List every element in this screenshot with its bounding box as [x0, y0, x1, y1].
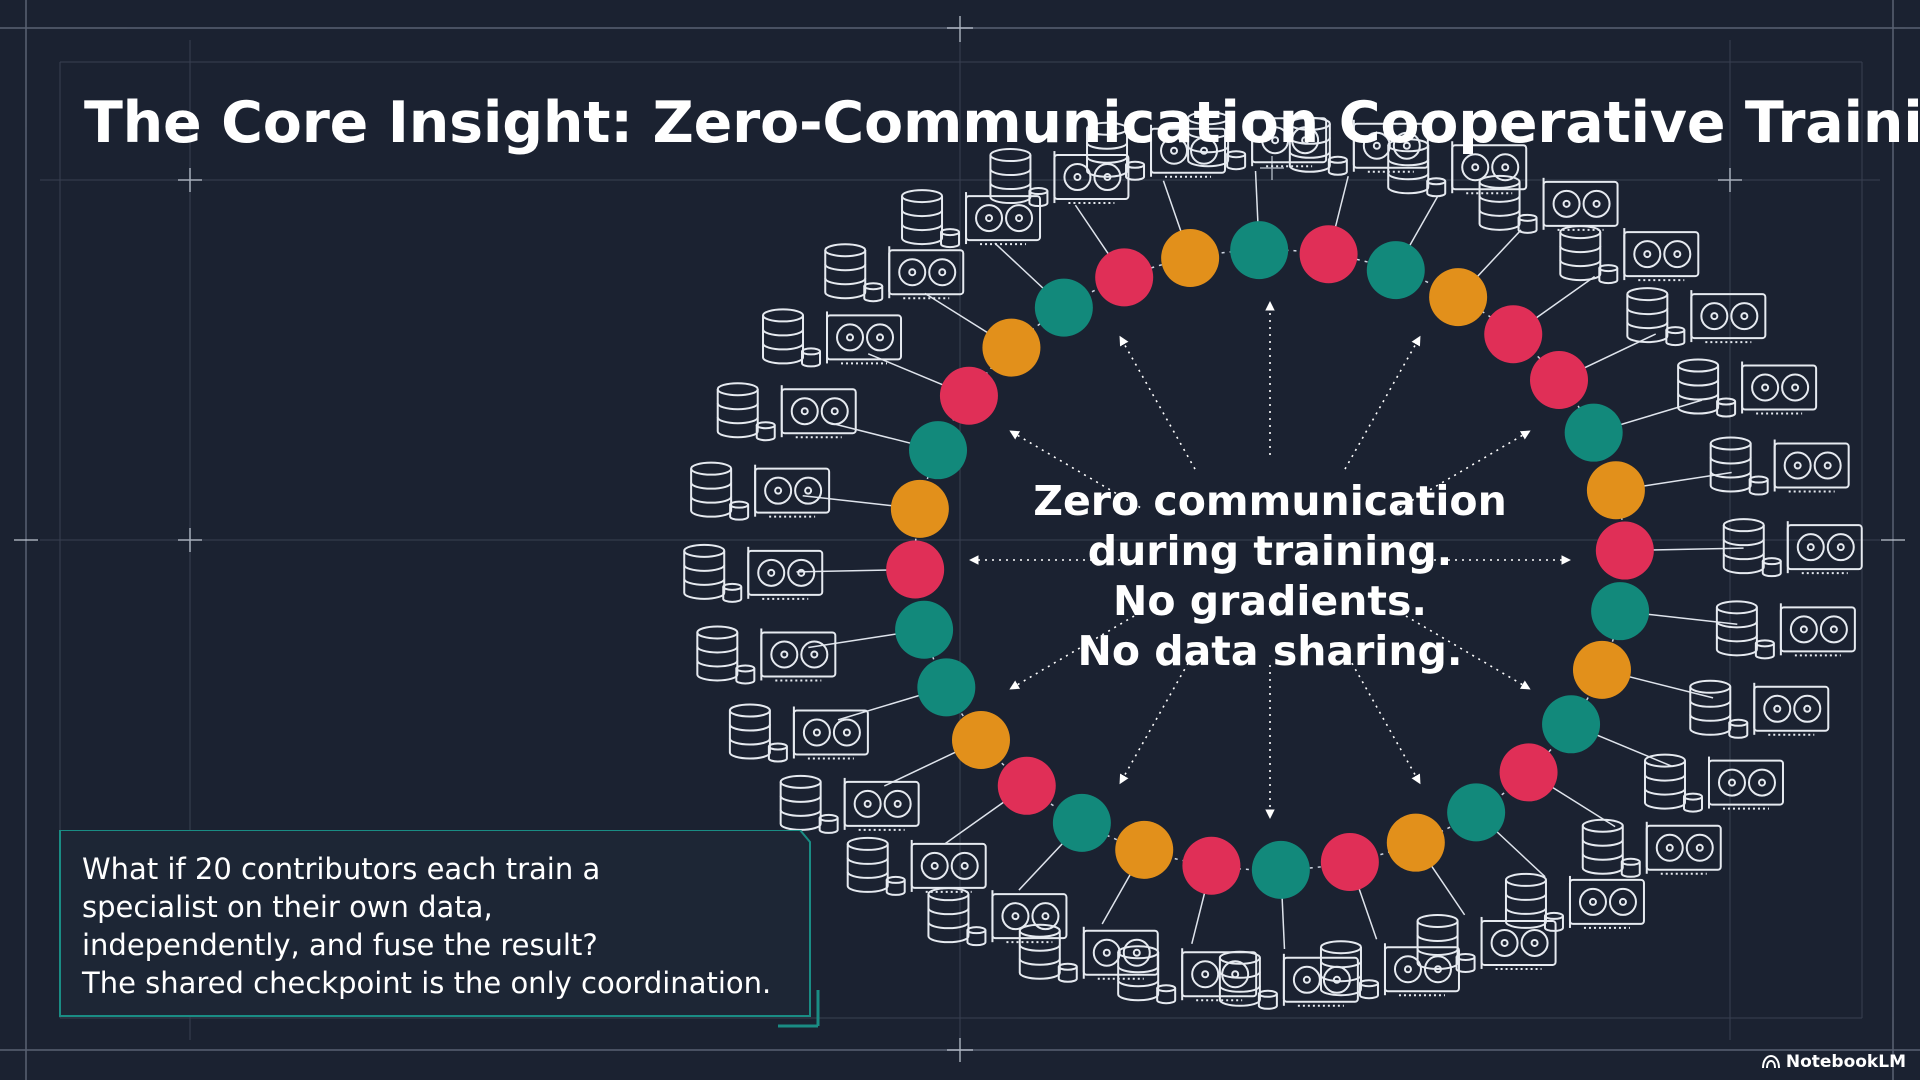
- callout-line-3: independently, and fuse the result?: [82, 928, 598, 962]
- database-and-gpu-icon: [1086, 121, 1227, 181]
- database-and-gpu-icon: [1319, 940, 1460, 1000]
- center-line-4: No data sharing.: [1077, 627, 1463, 675]
- outward-arrow: [1344, 335, 1421, 470]
- center-line-1: Zero communication: [1033, 477, 1507, 525]
- contributor-node: [1095, 248, 1154, 307]
- contributor-node: [1429, 268, 1488, 327]
- contributor-node: [1595, 521, 1654, 580]
- database-and-gpu-icon: [779, 774, 920, 834]
- question-callout: What if 20 contributors each train a spe…: [58, 830, 820, 1028]
- database-and-gpu-icon: [1581, 818, 1722, 878]
- contributor-node: [1320, 833, 1379, 892]
- database-and-gpu-icon: [1218, 950, 1359, 1010]
- center-line-3: No gradients.: [1113, 577, 1427, 625]
- contributor-node: [917, 658, 976, 717]
- database-and-gpu-icon: [1416, 913, 1557, 973]
- contributor-node: [951, 711, 1010, 770]
- contributor-node: [1251, 840, 1310, 899]
- callout-text: What if 20 contributors each train a spe…: [82, 850, 802, 1002]
- database-and-gpu-icon: [1559, 225, 1700, 285]
- contributor-node: [1564, 403, 1623, 462]
- contributor-node: [1586, 461, 1645, 520]
- database-and-gpu-icon: [690, 461, 831, 521]
- database-and-gpu-icon: [1018, 923, 1159, 983]
- database-and-gpu-icon: [1677, 358, 1818, 418]
- contributor-node: [1161, 228, 1220, 287]
- outward-arrow: [1119, 335, 1196, 470]
- database-and-gpu-icon: [901, 189, 1042, 249]
- database-and-gpu-icon: [1722, 518, 1863, 578]
- contributor-node: [1366, 241, 1425, 300]
- database-and-gpu-icon: [1715, 600, 1856, 660]
- database-and-gpu-icon: [846, 836, 987, 896]
- callout-line-1: What if 20 contributors each train a: [82, 852, 601, 886]
- database-and-gpu-icon: [683, 543, 824, 603]
- database-and-gpu-icon: [1643, 753, 1784, 813]
- contributor-node: [1052, 793, 1111, 852]
- contributor-node: [1034, 278, 1093, 337]
- callout-frame: [59, 830, 820, 1028]
- contributor-node: [1447, 783, 1506, 842]
- database-and-gpu-icon: [762, 308, 903, 368]
- contributor-node: [1572, 640, 1631, 699]
- contributor-node: [1299, 225, 1358, 284]
- contributor-node: [1386, 813, 1445, 872]
- database-and-gpu-icon: [989, 148, 1130, 208]
- contributor-node: [1484, 305, 1543, 364]
- center-statement: Zero communication during training. No g…: [990, 476, 1550, 676]
- database-and-gpu-icon: [1478, 174, 1619, 234]
- contributor-node: [1230, 221, 1289, 280]
- contributor-node: [1542, 695, 1601, 754]
- callout-line-2: specialist on their own data,: [82, 890, 493, 924]
- brand-name: NotebookLM: [1785, 1052, 1906, 1072]
- database-and-gpu-icon: [716, 382, 857, 442]
- contributor-node: [909, 421, 968, 480]
- outward-arrow: [1344, 650, 1421, 785]
- center-line-2: during training.: [1087, 527, 1453, 575]
- contributor-node: [1115, 820, 1174, 879]
- database-and-gpu-icon: [824, 243, 965, 303]
- contributor-node: [1530, 350, 1589, 409]
- database-and-gpu-icon: [1689, 679, 1830, 739]
- contributor-node: [890, 479, 949, 538]
- contributor-node: [1182, 836, 1241, 895]
- database-and-gpu-icon: [696, 625, 837, 685]
- contributor-node: [1591, 582, 1650, 641]
- database-and-gpu-icon: [728, 703, 869, 763]
- contributor-node: [895, 600, 954, 659]
- brand-watermark: NotebookLM: [1761, 1052, 1906, 1072]
- database-and-gpu-icon: [1387, 138, 1528, 198]
- contributor-node: [1499, 743, 1558, 802]
- database-and-gpu-icon: [1504, 872, 1645, 932]
- contributor-node: [997, 756, 1056, 815]
- slide-title: The Core Insight: Zero-Communication Coo…: [84, 90, 1920, 156]
- database-and-gpu-icon: [1626, 287, 1767, 347]
- outward-arrow: [1119, 650, 1196, 785]
- contributor-node: [939, 366, 998, 425]
- database-and-gpu-icon: [1117, 945, 1258, 1005]
- contributor-node: [982, 318, 1041, 377]
- callout-line-4: The shared checkpoint is the only coordi…: [82, 966, 772, 1000]
- contributor-node: [886, 540, 945, 599]
- database-and-gpu-icon: [1709, 436, 1850, 496]
- database-and-gpu-icon: [927, 887, 1068, 947]
- notebooklm-logo-icon: [1761, 1055, 1780, 1069]
